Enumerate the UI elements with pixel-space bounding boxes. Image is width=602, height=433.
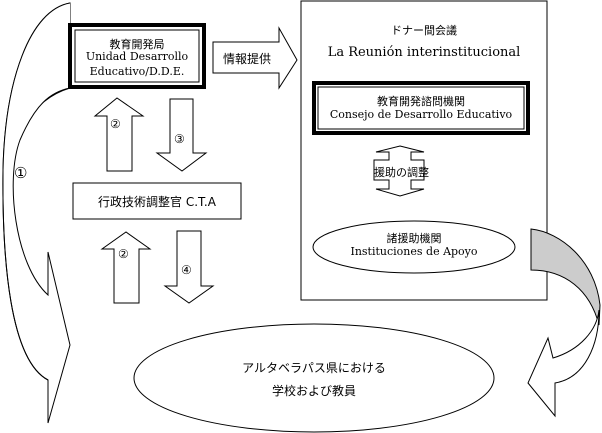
agencies-title-es: Instituciones de Apoyo [350,245,478,258]
cta-label: 行政技術調整官 C.T.A [98,195,216,209]
donor-meeting-title-es: La Reunión interinstitucional [327,45,521,60]
dde-title-jp: 教育開発局 [109,38,165,51]
council-box-inner [317,86,525,130]
donor-meeting-title-jp: ドナー間会議 [391,24,457,37]
dde-line1: Unidad Desarrollo [85,50,189,63]
coordination-label: 援助の調整 [374,166,429,179]
council-box-outer [312,81,530,135]
right-curved-arrow [527,309,600,418]
agencies-ellipse [312,220,516,274]
schools-line2: 学校および教員 [271,384,356,398]
schools-line1: アルタベラパス県における [242,361,386,375]
agencies-title-jp: 諸援助機関 [386,232,442,245]
info-provision-label: 情報提供 [222,52,271,66]
coordination-double-arrow [373,145,425,197]
info-provision-arrow [212,26,298,90]
lower-up-arrow [100,231,152,304]
council-title-es: Consejo de Desarrollo Educativo [329,108,513,121]
schools-ellipse [133,323,495,433]
upper-down-arrow [155,98,208,172]
marker-two-lower: ② [118,247,129,261]
marker-three: ③ [174,132,185,146]
dde-box-outer [68,23,206,89]
right-curved-arrow-shade [530,228,601,326]
lower-down-arrow [163,230,215,304]
left-curved-arrow [2,2,71,424]
dde-line2: Educativo/D.D.E. [89,65,185,78]
dde-box-inner [74,29,200,83]
marker-one: ① [14,164,28,182]
upper-up-arrow [93,97,145,172]
council-title-jp: 教育開発諮問機関 [377,95,465,108]
marker-two-upper: ② [110,117,121,131]
marker-four: ④ [181,263,192,277]
cta-box [72,182,242,220]
